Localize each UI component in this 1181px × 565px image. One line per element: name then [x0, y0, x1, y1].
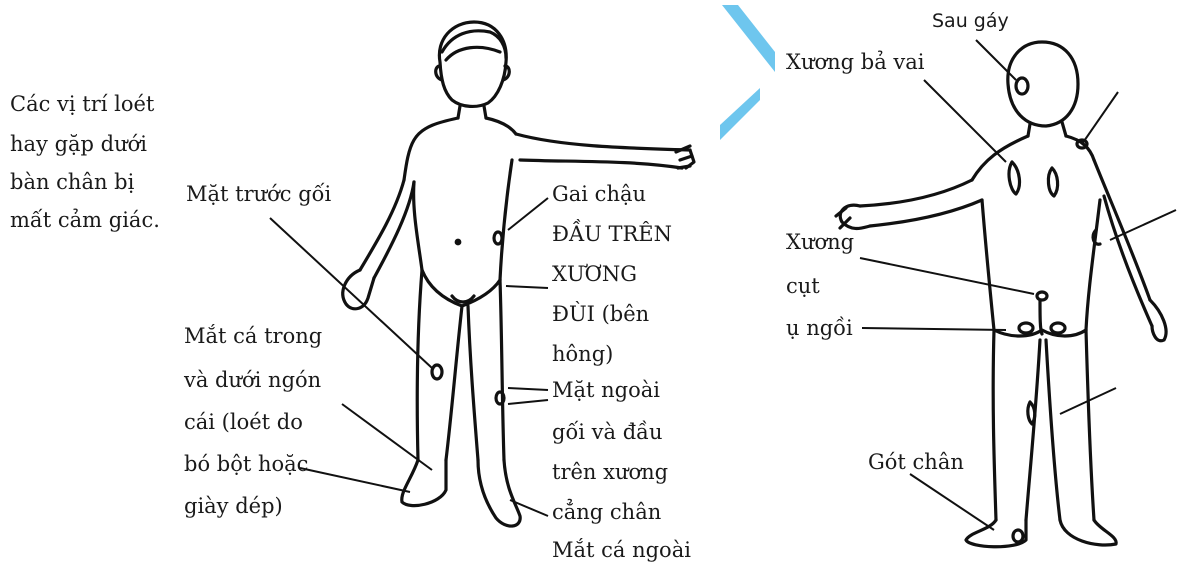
outer-knee-line-2: gối và đầu — [552, 422, 663, 443]
outer-knee-line-4: cẳng chân — [552, 502, 661, 523]
outer-knee-line-1: Mặt ngoài — [552, 380, 660, 401]
intro-line-1: Các vị trí loét — [10, 94, 154, 115]
intro-line-4: mất cảm giác. — [10, 210, 160, 231]
label-scapula: Xương bả vai — [786, 52, 925, 73]
label-nape: Sau gáy — [932, 12, 1009, 31]
label-knee-front: Mặt trước gối — [186, 184, 331, 205]
outer-knee-line-3: trên xương — [552, 462, 668, 483]
femur-line-1: ĐẦU TRÊN — [552, 224, 672, 245]
coccyx-line-1: Xương — [786, 232, 854, 253]
femur-line-2: XƯƠNG — [552, 264, 637, 285]
femur-line-4: hông) — [552, 344, 613, 365]
inner-ankle-line-3: cái (loét do — [184, 412, 303, 433]
inner-ankle-line-5: giày dép) — [184, 496, 283, 517]
coccyx-line-2: cụt — [786, 276, 820, 297]
label-heel: Gót chân — [868, 452, 964, 473]
inner-ankle-line-4: bó bột hoặc — [184, 454, 308, 475]
accent-stripe-top — [722, 5, 775, 72]
inner-ankle-line-1: Mắt cá trong — [184, 326, 322, 347]
label-ischial: ụ ngồi — [786, 318, 853, 339]
label-iliac-spine: Gai chậu — [552, 184, 646, 205]
intro-line-2: hay gặp dưới — [10, 134, 147, 155]
intro-line-3: bàn chân bị — [10, 172, 134, 193]
accent-stripe-bottom — [720, 88, 760, 140]
inner-ankle-line-2: và dưới ngón — [184, 370, 321, 391]
label-outer-ankle: Mắt cá ngoài — [552, 540, 691, 561]
front-figure — [343, 22, 694, 526]
femur-line-3: ĐÙI (bên — [552, 304, 649, 325]
